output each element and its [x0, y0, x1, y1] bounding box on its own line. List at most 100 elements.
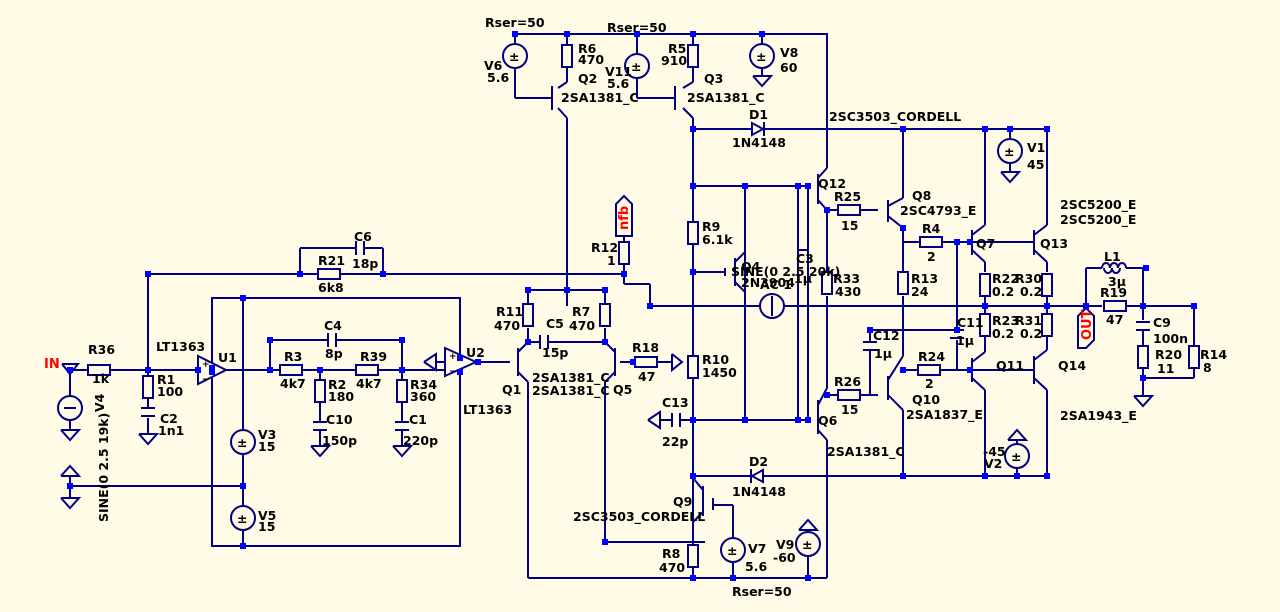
ground-C10 [310, 445, 332, 458]
label-Q8-model: 2SC4793_E [900, 203, 976, 219]
label-C2-name: C2 [160, 411, 178, 426]
svg-text:±: ± [237, 435, 247, 450]
label-R19-value: 47 [1106, 312, 1123, 327]
resistor-R26 [837, 389, 861, 401]
label-V4-spice: SINE(0 2.5 19k) [96, 413, 111, 522]
svg-text:−: − [202, 375, 210, 385]
label-C3-name: C3 [796, 251, 814, 266]
label-R39-name: R39 [360, 349, 387, 364]
resistor-R4 [919, 236, 943, 248]
svg-text:±: ± [727, 543, 737, 558]
svg-text:±: ± [802, 537, 812, 552]
label-C6-value: 18p [352, 256, 378, 271]
label-R5-name: R5 [668, 41, 686, 56]
source-V7: ± [720, 537, 746, 563]
label-R1-value: 100 [157, 384, 183, 399]
label-R3-name: R3 [284, 349, 302, 364]
label-Q14-model: 2SA1943_E [1060, 408, 1137, 424]
resistor-R1 [142, 375, 154, 399]
resistor-R3 [279, 364, 303, 376]
label-C3-value: 1µ [794, 271, 812, 286]
label-Q8-name: Q8 [912, 188, 931, 203]
label-V5-name: V5 [258, 508, 276, 523]
label-V7-value: 5.6 [745, 559, 767, 574]
label-Q9-model: 2SC3503_CORDELL [573, 509, 705, 525]
label-C5-name: C5 [546, 316, 564, 331]
label-R24-value: 2 [925, 376, 934, 391]
label-R2-name: R2 [328, 377, 346, 392]
label-Q14-name: Q14 [1058, 358, 1086, 373]
ground-V5 [60, 497, 82, 510]
label-V3-value: 15 [258, 439, 275, 454]
label-R6-value: 470 [578, 52, 604, 67]
net-label-flags [615, 194, 1095, 349]
capacitor-C9 [1136, 321, 1150, 331]
label-R34-value: 360 [410, 389, 436, 404]
label-C11-value: 1µ [956, 333, 974, 348]
svg-text:±: ± [631, 59, 641, 74]
label-R31-name: R31 [1015, 313, 1042, 328]
label-C10-value: 150p [322, 433, 357, 448]
label-Q7-model: 2SC5200_E [1060, 197, 1136, 213]
label-R23-name: R23 [992, 313, 1019, 328]
label-R10-name: R10 [702, 352, 729, 367]
label-R21-value: 6k8 [318, 280, 344, 295]
label-R9-name: R9 [702, 219, 720, 234]
label-V3-name: V3 [258, 427, 276, 442]
label-V9-value: -60 [773, 550, 796, 565]
capacitor-C5 [539, 335, 556, 349]
resistor-R10 [687, 355, 699, 379]
label-C4-value: 8p [325, 346, 343, 361]
label-R26-name: R26 [834, 374, 861, 389]
label-R7-value: 470 [569, 318, 595, 333]
source-V10 [759, 293, 785, 319]
label-V4-name: V4 [92, 393, 107, 412]
label-R1-name: R1 [157, 372, 175, 387]
label-V6-name: V6 [484, 58, 503, 73]
label-Q3-model: 2SA1381_C [687, 90, 765, 106]
svg-text:±: ± [756, 49, 766, 64]
resistor-R12 [618, 241, 630, 265]
resistor-R7 [599, 303, 611, 327]
label-R21-name: R21 [318, 253, 345, 268]
net-label-out: OUT [1080, 309, 1095, 340]
label-R36-name: R36 [88, 342, 115, 357]
label-R4-name: R4 [922, 221, 941, 236]
resistors [87, 44, 1200, 568]
label-U1-name: U1 [218, 350, 237, 365]
label-Q2-model: 2SA1381_C [561, 90, 639, 106]
label-V5-value: 15 [258, 519, 275, 534]
label-R7-name: R7 [572, 304, 590, 319]
label-R36-value: 1k [92, 371, 110, 386]
label-C13-name: C13 [662, 395, 689, 410]
net-label-nfb: nfb [617, 206, 632, 230]
label-Q5-model: 2SA1381_C [532, 383, 610, 399]
source-V9: ± [795, 531, 821, 557]
label-R22-name: R22 [992, 271, 1019, 286]
rail-V9 [798, 518, 820, 531]
label-R2-value: 180 [328, 389, 354, 404]
capacitor-C12 [863, 341, 877, 351]
label-Q12-model: 2SC3503_CORDELL [829, 109, 961, 125]
source-V8: ± [749, 43, 775, 69]
svg-text:+: + [202, 360, 210, 370]
label-V1-value: 45 [1027, 157, 1044, 172]
label-R25-name: R25 [834, 189, 861, 204]
resistor-R18 [634, 356, 658, 368]
label-R18-value: 47 [638, 369, 655, 384]
source-V1: ± [997, 138, 1023, 164]
label-Q12-name: Q12 [818, 176, 846, 191]
ground-C13 [647, 410, 661, 430]
label-U1-model: LT1363 [156, 339, 205, 354]
svg-text:−: − [449, 367, 457, 377]
label-R11-value: 470 [494, 318, 520, 333]
label-V7-spice: Rser=50 [732, 584, 792, 599]
label-C5-value: 15p [542, 345, 568, 360]
resistor-R34 [396, 379, 408, 403]
label-Q5-name: Q5 [613, 382, 632, 397]
resistor-R39 [355, 364, 379, 376]
ground-U2-in [423, 352, 437, 372]
ground-C2 [138, 433, 160, 446]
label-R12-value: 1 [607, 253, 616, 268]
label-Q11-name: Q11 [996, 358, 1024, 373]
